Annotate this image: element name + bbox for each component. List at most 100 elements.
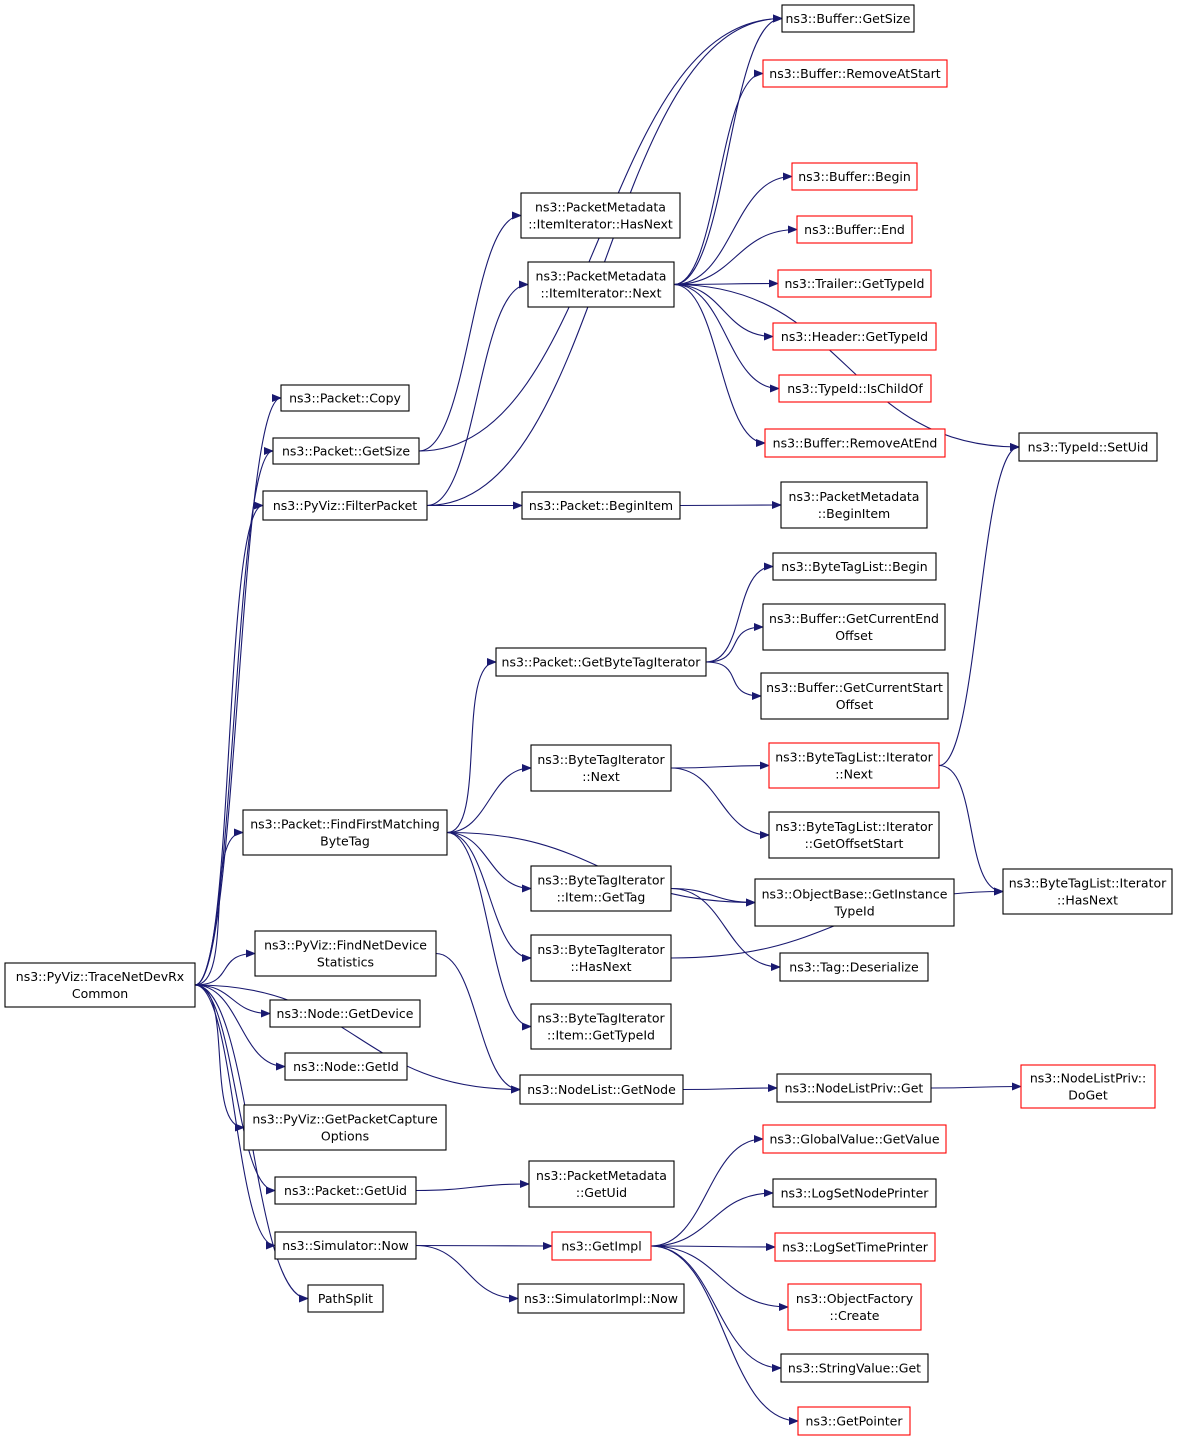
- function-node-header[interactable]: ns3::Header::GetTypeId: [772, 322, 937, 351]
- function-node-getdevice[interactable]: ns3::Node::GetDevice: [269, 999, 421, 1028]
- call-edge-findfirst-to-btigettag: [446, 831, 532, 893]
- function-node-simimplnow[interactable]: ns3::SimulatorImpl::Now: [517, 1283, 685, 1314]
- function-node-bufgetsize[interactable]: ns3::Buffer::GetSize: [781, 4, 915, 33]
- node-label: ::GetUid: [576, 1185, 627, 1200]
- call-edge-findfirst-to-btinext: [446, 764, 532, 834]
- node-label: ns3::StringValue::Get: [788, 1361, 921, 1376]
- function-node-lognode[interactable]: ns3::LogSetNodePrinter: [772, 1178, 937, 1208]
- node-label: ns3::NodeListPriv::: [1030, 1071, 1146, 1086]
- function-node-btihasnext[interactable]: ns3::ByteTagIterator::HasNext: [530, 934, 672, 982]
- function-node-nlprivdoget[interactable]: ns3::NodeListPriv::DoGet: [1020, 1064, 1156, 1109]
- node-label: ns3::Header::GetTypeId: [781, 329, 928, 344]
- function-node-btinext[interactable]: ns3::ByteTagIterator::Next: [530, 744, 672, 792]
- node-label: ns3::Simulator::Now: [282, 1238, 409, 1253]
- node-label: ns3::Packet::FindFirstMatching: [250, 817, 440, 832]
- node-label: ByteTag: [320, 834, 370, 849]
- call-edge-getimpl-to-lognode: [650, 1189, 774, 1247]
- call-edge-root-to-simnow: [194, 984, 276, 1250]
- call-edge-findnetdev-to-nlgetnode: [435, 952, 521, 1094]
- function-node-bufremstart[interactable]: ns3::Buffer::RemoveAtStart: [762, 59, 948, 88]
- node-box: [519, 1074, 684, 1105]
- call-edge-btlinext-to-btlihasnext: [938, 764, 1004, 896]
- function-node-trailer[interactable]: ns3::Trailer::GetTypeId: [777, 269, 932, 298]
- call-edge-findfirst-to-btigettypeid: [446, 831, 532, 1031]
- function-node-globalval[interactable]: ns3::GlobalValue::GetValue: [762, 1124, 947, 1154]
- function-node-btlihasnext[interactable]: ns3::ByteTagList::Iterator::HasNext: [1002, 868, 1173, 915]
- function-node-btigettag[interactable]: ns3::ByteTagIterator::Item::GetTag: [530, 865, 672, 912]
- node-box: [527, 261, 675, 308]
- function-node-stringval[interactable]: ns3::StringValue::Get: [780, 1353, 929, 1383]
- function-node-getpointer[interactable]: ns3::GetPointer: [797, 1406, 911, 1436]
- function-node-objfactory[interactable]: ns3::ObjectFactory::Create: [787, 1283, 922, 1331]
- function-node-tagdeser[interactable]: ns3::Tag::Deserialize: [779, 952, 929, 982]
- node-box: [768, 742, 940, 789]
- function-node-btlbegin[interactable]: ns3::ByteTagList::Begin: [772, 552, 937, 581]
- function-node-pmgetuid[interactable]: ns3::PacketMetadata::GetUid: [528, 1160, 675, 1208]
- function-node-simnow[interactable]: ns3::Simulator::Now: [274, 1231, 417, 1260]
- function-node-copy[interactable]: ns3::Packet::Copy: [280, 384, 410, 412]
- call-edge-getsize-to-pmhasnext: [418, 211, 522, 452]
- node-box: [768, 811, 940, 859]
- call-edge-pmnext-to-bufremend: [673, 283, 766, 447]
- node-box: [1020, 1064, 1156, 1109]
- function-node-getimpl[interactable]: ns3::GetImpl: [551, 1231, 652, 1261]
- node-box: [772, 322, 937, 351]
- function-node-ischild[interactable]: ns3::TypeId::IsChildOf: [778, 374, 932, 403]
- node-box: [517, 1283, 685, 1314]
- function-node-beginitem[interactable]: ns3::Packet::BeginItem: [521, 491, 681, 520]
- function-node-bufend[interactable]: ns3::Buffer::End: [796, 215, 913, 244]
- node-box: [780, 481, 928, 529]
- node-label: ::GetOffsetStart: [805, 836, 904, 851]
- function-node-getsize[interactable]: ns3::Packet::GetSize: [272, 437, 420, 465]
- function-node-getbtiter[interactable]: ns3::Packet::GetByteTagIterator: [495, 647, 707, 677]
- function-node-nlprivget[interactable]: ns3::NodeListPriv::Get: [776, 1073, 932, 1103]
- function-node-bufbegin[interactable]: ns3::Buffer::Begin: [791, 162, 918, 191]
- node-label: ::Item::GetTypeId: [547, 1028, 655, 1043]
- function-node-logtime[interactable]: ns3::LogSetTimePrinter: [774, 1232, 936, 1262]
- function-node-btlioffset[interactable]: ns3::ByteTagList::Iterator::GetOffsetSta…: [768, 811, 940, 859]
- node-box: [796, 215, 913, 244]
- node-label: DoGet: [1068, 1088, 1108, 1103]
- node-label: ::Create: [830, 1308, 880, 1323]
- node-box: [254, 930, 437, 977]
- node-label: Statistics: [317, 955, 374, 970]
- function-node-filter[interactable]: ns3::PyViz::FilterPacket: [262, 490, 428, 521]
- function-node-pmbeginitem[interactable]: ns3::PacketMetadata::BeginItem: [780, 481, 928, 529]
- node-box: [262, 490, 428, 521]
- function-node-setuid[interactable]: ns3::TypeId::SetUid: [1018, 432, 1158, 462]
- node-box: [272, 437, 420, 465]
- call-edge-root-to-getdevice: [194, 984, 271, 1018]
- function-node-pathsplit[interactable]: PathSplit: [307, 1284, 384, 1313]
- node-label: ns3::Buffer::RemoveAtEnd: [773, 436, 938, 451]
- function-node-nodegetid[interactable]: ns3::Node::GetId: [284, 1052, 408, 1081]
- call-edge-pmnext-to-bufend: [673, 225, 798, 286]
- node-box: [520, 192, 681, 239]
- node-label: Offset: [835, 628, 873, 643]
- node-box: [1018, 432, 1158, 462]
- node-label: ns3::Buffer::GetCurrentStart: [766, 680, 943, 695]
- node-label: ns3::PacketMetadata: [535, 200, 666, 215]
- function-node-btigettypeid[interactable]: ns3::ByteTagIterator::Item::GetTypeId: [530, 1003, 672, 1050]
- node-label: ::Item::GetTag: [557, 890, 646, 905]
- function-node-bufremend[interactable]: ns3::Buffer::RemoveAtEnd: [764, 428, 946, 458]
- node-box: [307, 1284, 384, 1313]
- node-label: ns3::ObjectFactory: [796, 1291, 914, 1306]
- function-node-pmnext[interactable]: ns3::PacketMetadata::ItemIterator::Next: [527, 261, 675, 308]
- function-node-btlinext[interactable]: ns3::ByteTagList::Iterator::Next: [768, 742, 940, 789]
- function-node-nlgetnode[interactable]: ns3::NodeList::GetNode: [519, 1074, 684, 1105]
- node-box: [778, 374, 932, 403]
- function-node-getuid[interactable]: ns3::Packet::GetUid: [274, 1176, 417, 1205]
- node-label: ns3::ByteTagIterator: [537, 873, 665, 888]
- function-node-pmhasnext[interactable]: ns3::PacketMetadata::ItemIterator::HasNe…: [520, 192, 681, 239]
- call-edge-root-to-copy: [194, 394, 282, 986]
- call-edge-getimpl-to-getpointer: [650, 1245, 799, 1425]
- node-box: [762, 1124, 947, 1154]
